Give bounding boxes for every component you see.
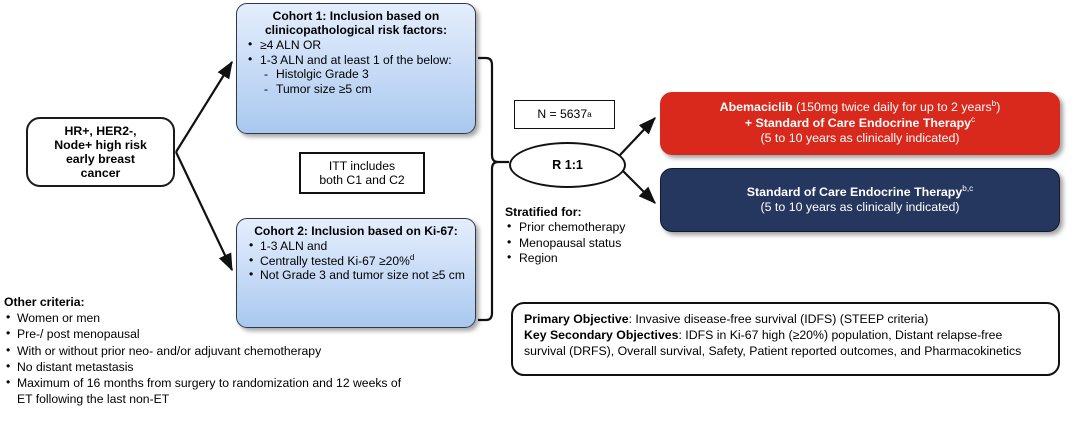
secondary-objective-label: Key Secondary Objectives (524, 328, 679, 343)
randomization-node: R 1:1 (509, 142, 626, 188)
entry-line-3: early breast (65, 152, 136, 166)
primary-objective-label: Primary Objective (524, 312, 629, 326)
stratification-list: Prior chemotherapy Menopausal status Reg… (505, 219, 695, 266)
arm-b-title: Standard of Care Endocrine Therapy (746, 184, 963, 199)
primary-objective-text: : Invasive disease-free survival (IDFS) … (628, 312, 929, 326)
primary-objective-line: Primary Objective: Invasive disease-free… (524, 311, 1047, 327)
entry-line-4: cancer (80, 166, 121, 181)
cohort2-heading: Cohort 2: Inclusion based on Ki-67: (254, 224, 458, 238)
arm-b-line-1: Standard of Care Endocrine Therapyb,c (746, 183, 974, 200)
itt-line-1: ITT includes (328, 158, 396, 173)
stratification-title: Stratified for: (505, 205, 582, 219)
arm-b-duration: (5 to 10 years as clinically indicated) (760, 200, 960, 214)
cohort1-subbullet-2: Tumor size ≥5 cm (263, 82, 467, 97)
arm-a-dose-superscript: b (991, 99, 997, 109)
cohort2-bullet-2-text: Centrally tested Ki-67 ≥20% (260, 253, 410, 268)
other-criteria-block: Other criteria: Women or men Pre-/ post … (4, 294, 404, 407)
other-criteria-item-2: Pre-/ post menopausal (4, 325, 404, 342)
secondary-objective-line: Key Secondary Objectives: IDFS in Ki-67 … (524, 327, 1047, 359)
stratification-item-1: Prior chemotherapy (505, 219, 695, 235)
treatment-arm-abemaciclib: Abemaciclib (150mg twice daily for up to… (660, 92, 1060, 155)
other-criteria-item-5: Maximum of 16 months from surgery to ran… (4, 374, 404, 407)
brace-cohort2 (478, 160, 499, 322)
arrow-random-to-control (619, 167, 656, 204)
arm-a-dose-close: ) (996, 100, 1001, 115)
entry-line-1: HR+, HER2-, (64, 123, 137, 138)
randomization-label: R 1:1 (552, 158, 583, 172)
arrow-entry-to-cohort1 (175, 60, 233, 153)
stratification-item-3: Region (505, 250, 695, 266)
cohort2-bullet-1: 1-3 ALN and (245, 238, 467, 253)
other-criteria-item-4: No distant metastasis (4, 358, 404, 375)
arm-a-drug: Abemaciclib (719, 100, 793, 115)
cohort1-subbullets: Histolgic Grade 3 Tumor size ≥5 cm (245, 67, 467, 96)
itt-line-2: both C1 and C2 (319, 173, 405, 187)
cohort1-heading: Cohort 1: Inclusion based on clinicopath… (264, 9, 448, 38)
arm-a-duration: (5 to 10 years as clinically indicated) (760, 131, 960, 146)
arm-b-title-superscript: b,c (962, 183, 974, 193)
sample-size-label: N = 5637 (537, 107, 588, 122)
arrow-entry-to-cohort2 (175, 151, 233, 272)
cohort1-bullets: ≥4 ALN OR 1-3 ALN and at least 1 of the … (245, 37, 467, 67)
treatment-arm-control: Standard of Care Endocrine Therapyb,c (5… (660, 168, 1060, 232)
itt-note-box: ITT includes both C1 and C2 (299, 152, 425, 194)
arm-a-combo-superscript: c (971, 114, 976, 124)
arm-a-combo: + Standard of Care Endocrine Therapy (744, 115, 972, 130)
other-criteria-item-1: Women or men (4, 309, 404, 326)
cohort1-subbullet-1: Histolgic Grade 3 (263, 67, 467, 82)
other-criteria-item-3: With or without prior neo- and/or adjuva… (4, 342, 404, 359)
cohort2-box: Cohort 2: Inclusion based on Ki-67: 1-3 … (236, 218, 476, 328)
cohort2-ki67-superscript: d (409, 252, 415, 262)
cohort2-bullet-3: Not Grade 3 and tumor size not ≥5 cm (245, 267, 467, 282)
cohort1-bullet-2: 1-3 ALN and at least 1 of the below: (245, 52, 467, 67)
secondary-objective-text: : IDFS in Ki-67 high (≥20%) population, … (524, 328, 1022, 359)
brace-cohort1 (478, 56, 509, 164)
cohort1-box: Cohort 1: Inclusion based on clinicopath… (236, 3, 476, 134)
stratification-block: Stratified for: Prior chemotherapy Menop… (505, 205, 695, 267)
entry-line-2: Node+ high risk (54, 137, 147, 152)
cohort2-bullet-2: Centrally tested Ki-67 ≥20%d (245, 252, 467, 268)
arm-a-dose: (150mg twice daily for up to 2 years (792, 100, 992, 115)
objectives-box: Primary Objective: Invasive disease-free… (511, 302, 1060, 376)
cohort1-bullet-1: ≥4 ALN OR (245, 37, 467, 52)
arm-a-line-2: + Standard of Care Endocrine Therapyc (720, 114, 1001, 131)
arrow-random-to-abemaciclib (619, 117, 656, 156)
other-criteria-list: Women or men Pre-/ post menopausal With … (4, 309, 404, 407)
arm-a-line-1: Abemaciclib (150mg twice daily for up to… (720, 100, 1001, 115)
cohort2-bullets: 1-3 ALN and Centrally tested Ki-67 ≥20%d… (245, 238, 467, 282)
entry-population-box: HR+, HER2-, Node+ high risk early breast… (26, 117, 175, 187)
other-criteria-title: Other criteria: (4, 295, 85, 309)
stratification-item-2: Menopausal status (505, 235, 695, 251)
